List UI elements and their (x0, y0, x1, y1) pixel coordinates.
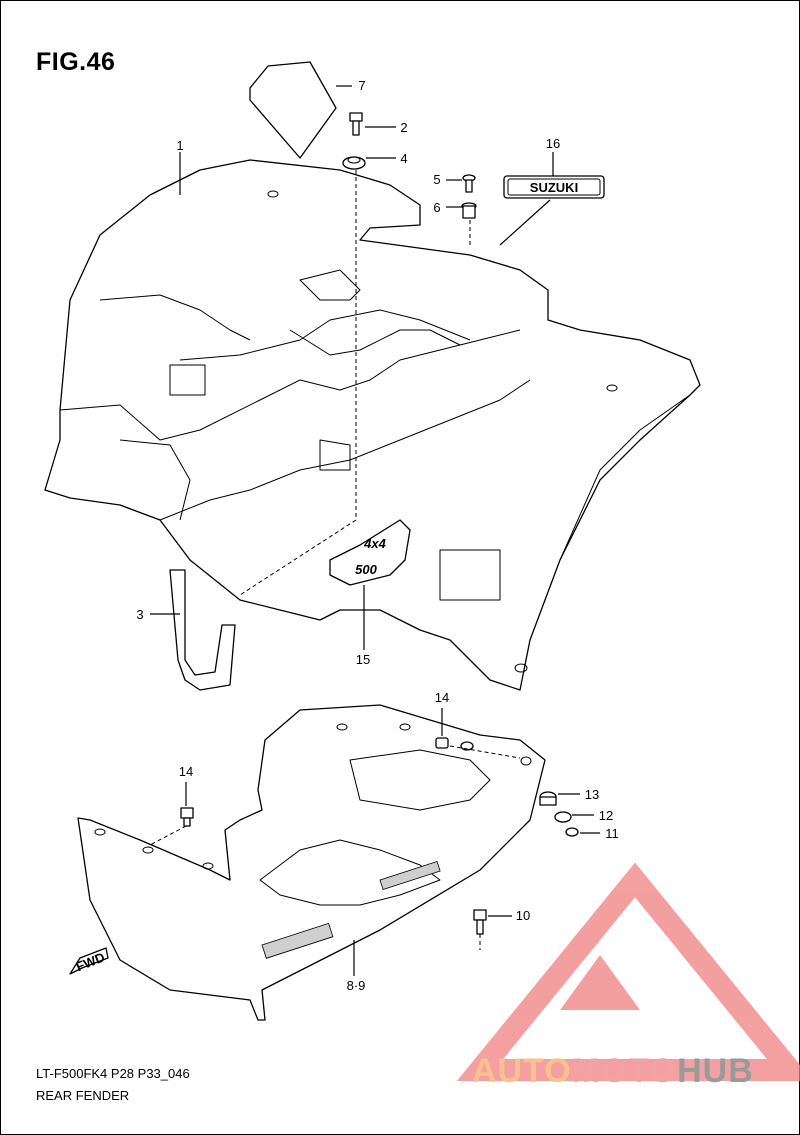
callout-16: 16 (546, 136, 560, 151)
callout-2: 2 (400, 120, 407, 135)
callout-10: 10 (516, 908, 530, 923)
fwd-arrow-icon (69, 947, 109, 975)
rear-fender-part-1 (44, 159, 701, 691)
callout-14-upper: 14 (435, 690, 449, 705)
callout-14-lower: 14 (179, 764, 193, 779)
callout-3: 3 (136, 607, 143, 622)
bolt-part-2 (349, 112, 363, 136)
watermark-brand: AUTOMOTOHUB (472, 1052, 754, 1091)
section-name: REAR FENDER (36, 1088, 130, 1103)
callout-7: 7 (358, 78, 365, 93)
clip-part-14-lower (180, 807, 194, 827)
bolt-part-10 (473, 909, 487, 935)
rubber-flap-part-7 (249, 61, 337, 159)
watermark-logo (456, 862, 800, 1081)
mudguard-part-8-9 (77, 704, 546, 1021)
callout-5: 5 (433, 172, 440, 187)
callout-6: 6 (433, 200, 440, 215)
emblem-part-16 (503, 175, 605, 199)
washer-part-12 (554, 811, 572, 823)
model-code: LT-F500FK4 P28 P33_046 (36, 1066, 190, 1081)
callout-4: 4 (400, 151, 407, 166)
screw-part-5 (462, 174, 476, 193)
decal-text-bottom: 500 (355, 562, 377, 577)
fwd-label: FWD (74, 949, 107, 974)
callout-1: 1 (176, 138, 183, 153)
bracket-part-3 (169, 569, 236, 691)
callout-8-9: 8·9 (347, 978, 366, 993)
callout-15: 15 (356, 652, 370, 667)
callout-12: 12 (599, 808, 613, 823)
callout-11: 11 (605, 826, 619, 841)
watermark-moto: MOTO (571, 1052, 678, 1090)
collar-part-13 (539, 791, 557, 806)
watermark-hub: HUB (677, 1052, 754, 1090)
screw-part-11 (565, 827, 579, 837)
grommet-part-4 (342, 156, 366, 170)
figure-title: FIG.46 (36, 48, 116, 76)
clip-part-14-upper (435, 737, 474, 751)
collar-part-6 (461, 202, 477, 219)
emblem-text: SUZUKI (530, 180, 578, 195)
watermark-auto: AUTO (472, 1052, 572, 1090)
decal-part-15 (329, 519, 411, 586)
leader-lines (149, 85, 600, 976)
callout-13: 13 (585, 787, 599, 802)
decal-text-top: 4x4 (363, 536, 386, 551)
